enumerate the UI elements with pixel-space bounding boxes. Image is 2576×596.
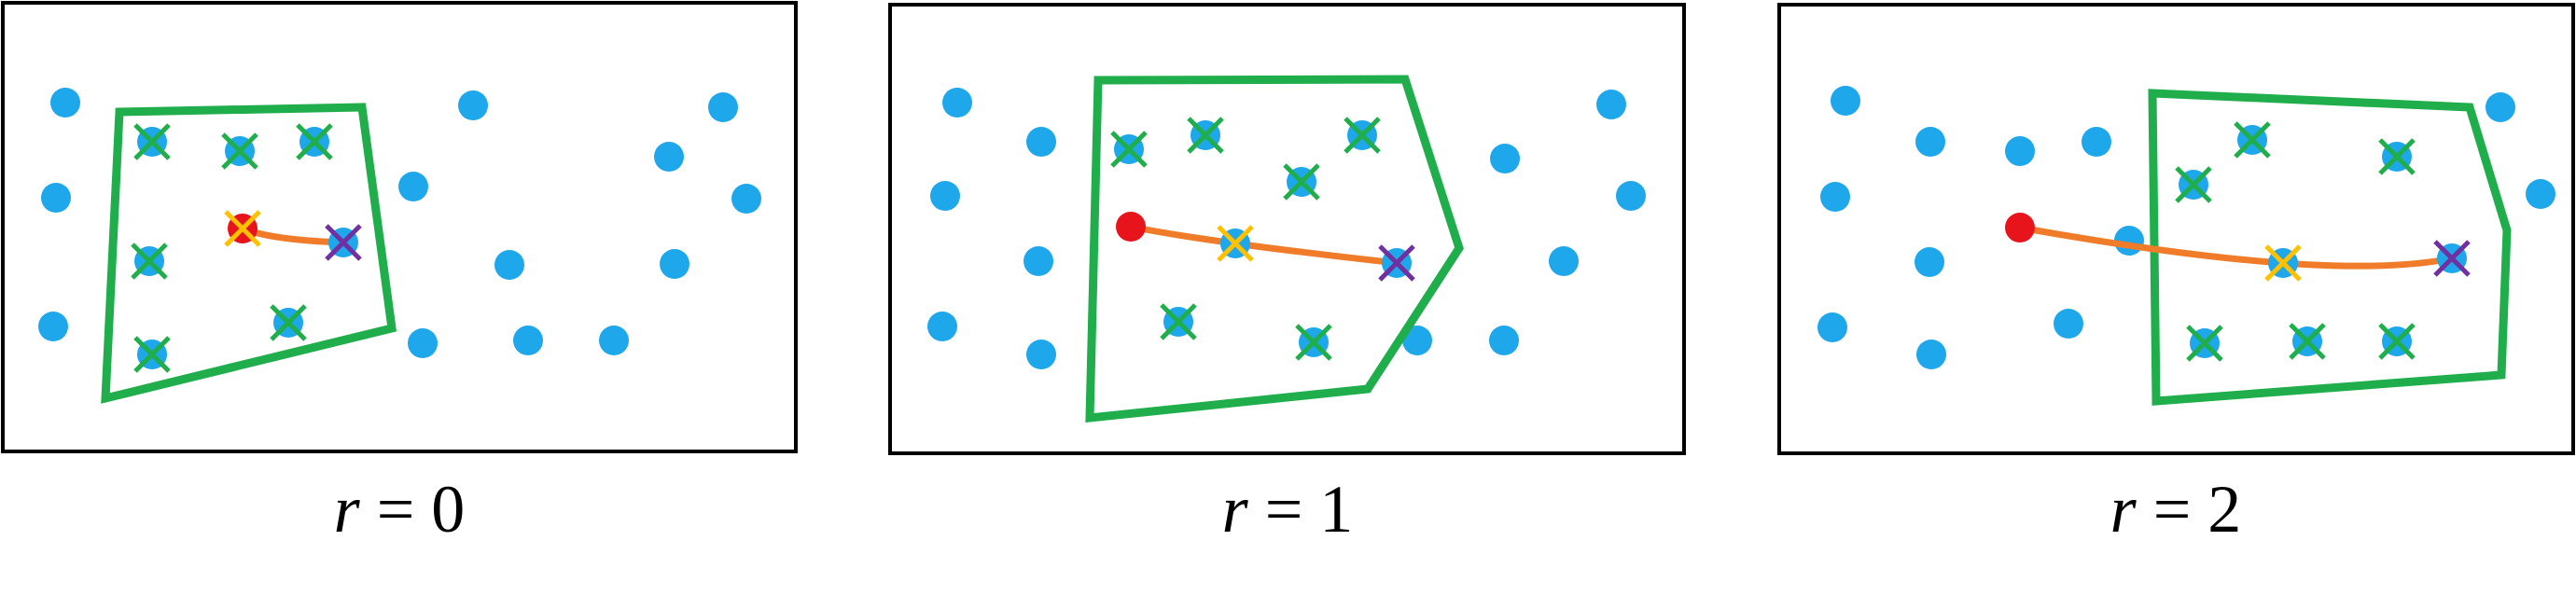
selected-point-mark (296, 123, 333, 160)
data-point (398, 172, 428, 201)
data-point (2526, 179, 2555, 209)
path-curve (1127, 223, 1400, 267)
data-point (1817, 312, 1847, 342)
data-point (1820, 182, 1850, 212)
data-point (2005, 136, 2035, 166)
data-point (1915, 247, 1944, 277)
target-point-mark (2433, 240, 2471, 277)
data-point (2054, 309, 2083, 339)
selected-point-mark (1295, 324, 1332, 361)
panel-3-caption-variable: r (2110, 472, 2137, 547)
data-point (1026, 340, 1056, 369)
source-point (2005, 213, 2035, 243)
selected-point-mark (1110, 131, 1148, 168)
path-curve (2016, 224, 2456, 270)
selected-point-mark (1160, 303, 1197, 340)
data-point (1596, 90, 1626, 119)
data-point (513, 326, 543, 355)
data-point (599, 326, 629, 355)
selection-region-outline (1085, 75, 1464, 423)
selection-region-outline (101, 103, 397, 404)
data-point (50, 88, 80, 118)
data-point (41, 183, 71, 213)
panel-1-caption-variable: r (334, 472, 361, 547)
selected-point-mark (2378, 323, 2416, 360)
data-point (1915, 127, 1945, 157)
data-point (660, 249, 689, 279)
panel-1-frame (1, 1, 798, 453)
data-point (930, 181, 960, 211)
panel-3 (1817, 86, 2555, 406)
panel-2-caption-variable: r (1222, 472, 1249, 547)
data-point (1490, 144, 1520, 173)
selection-region-outline (2148, 89, 2512, 406)
data-point (927, 312, 957, 341)
current-point-mark (224, 210, 261, 247)
selected-point-mark (133, 123, 171, 160)
data-point (494, 250, 524, 280)
selected-point-mark (2289, 323, 2326, 360)
panel-3-frame (1777, 3, 2575, 455)
data-point (1402, 326, 1432, 355)
data-point (654, 142, 684, 172)
data-point (408, 328, 438, 358)
data-point (1023, 246, 1053, 276)
panel-2 (927, 75, 1646, 423)
data-point (1916, 340, 1946, 369)
data-point (942, 88, 972, 118)
panel-1-caption: r = 0 (334, 472, 466, 547)
selected-point-mark (1283, 163, 1320, 201)
selected-point-mark (2175, 166, 2212, 203)
selected-point-mark (2186, 325, 2223, 362)
current-point-mark (2264, 244, 2302, 282)
data-point (1616, 181, 1646, 211)
selected-point-mark (1187, 117, 1224, 154)
selected-point-mark (131, 243, 168, 280)
selected-point-mark (270, 304, 307, 341)
target-point-mark (1378, 244, 1415, 282)
selected-point-mark (221, 132, 258, 170)
selected-point-mark (2234, 121, 2271, 159)
data-point (458, 90, 488, 120)
selected-point-mark (133, 336, 171, 373)
selected-point-mark (2378, 138, 2416, 175)
data-point (1549, 246, 1579, 276)
data-point (2082, 127, 2111, 157)
data-point (38, 312, 68, 341)
panel-3-caption: r = 2 (2110, 472, 2242, 547)
data-point (2485, 92, 2515, 122)
panel-3-caption-value: = 2 (2137, 472, 2242, 547)
panel-2-caption-value: = 1 (1248, 472, 1354, 547)
panel-2-frame (888, 3, 1686, 455)
selected-point-mark (1344, 117, 1381, 154)
source-point (1116, 212, 1146, 242)
current-point-mark (1217, 225, 1254, 262)
data-point (1489, 326, 1519, 355)
panel-1 (38, 88, 761, 404)
data-point (708, 92, 738, 122)
panel-2-caption: r = 1 (1222, 472, 1354, 547)
data-point (731, 184, 761, 214)
panel-1-caption-value: = 0 (360, 472, 466, 547)
data-point (1831, 86, 1860, 116)
data-point (1026, 127, 1056, 157)
target-point-mark (325, 224, 362, 261)
